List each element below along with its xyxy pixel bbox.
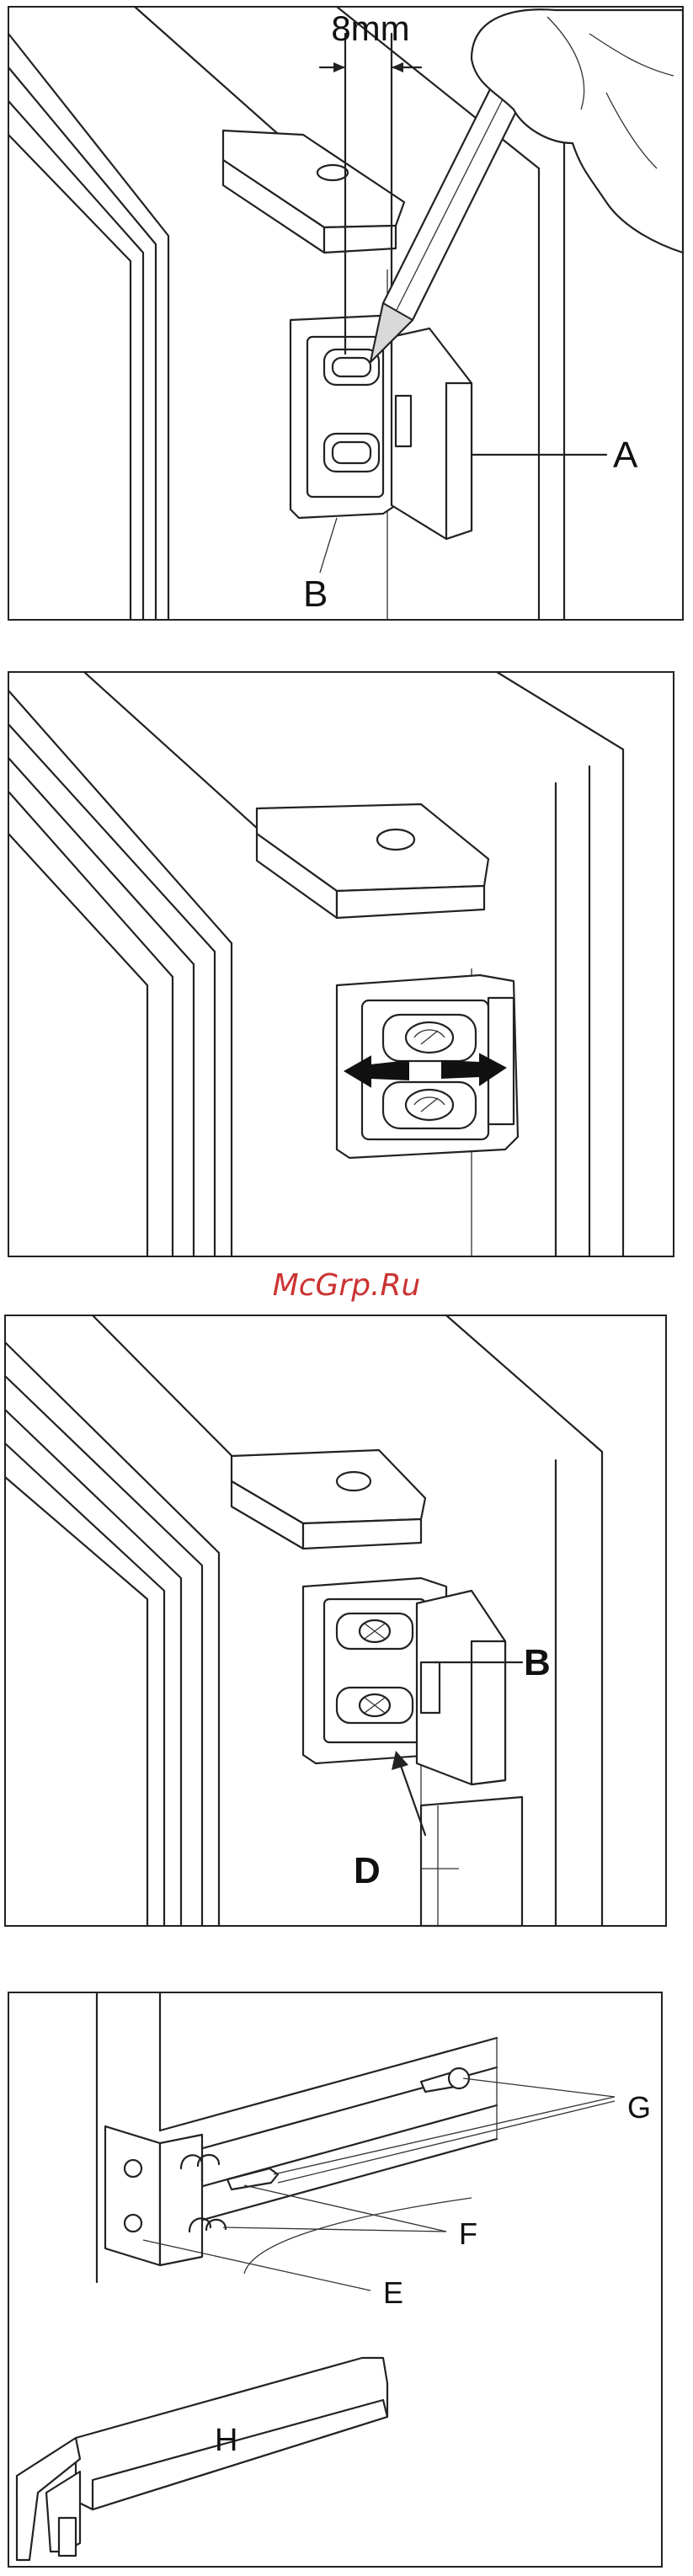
- label-b: B: [303, 573, 328, 615]
- side-plate: [105, 2126, 202, 2265]
- label-h: H: [215, 2423, 237, 2458]
- bracket-hole: [317, 165, 348, 180]
- label-b: B: [524, 1642, 551, 1683]
- door-panel-d: [421, 1797, 522, 1926]
- panel-3-drawing: B D: [0, 1309, 693, 1940]
- panel-4-drawing: G F E H: [0, 1987, 693, 2576]
- bracket-hole: [337, 1472, 370, 1491]
- figure-panel-4: G F E H: [0, 1987, 693, 2576]
- bracket-hole: [377, 829, 414, 850]
- panel-2-frame: [8, 672, 674, 1256]
- label-d: D: [354, 1850, 381, 1891]
- watermark-text: McGrp.Ru: [0, 1263, 693, 1309]
- dimension-label: 8mm: [331, 8, 409, 48]
- figure-panel-1: 8mm A B: [0, 0, 693, 627]
- figure-panel-2: [0, 665, 693, 1263]
- label-a: A: [613, 435, 638, 476]
- cover-part: [417, 1591, 505, 1784]
- panel-2-drawing: [0, 665, 693, 1263]
- panel-1-drawing: 8mm A B: [0, 0, 693, 627]
- label-g: G: [627, 2090, 651, 2125]
- label-e: E: [383, 2275, 403, 2310]
- label-f: F: [459, 2216, 477, 2251]
- figure-panel-3: B D: [0, 1309, 693, 1940]
